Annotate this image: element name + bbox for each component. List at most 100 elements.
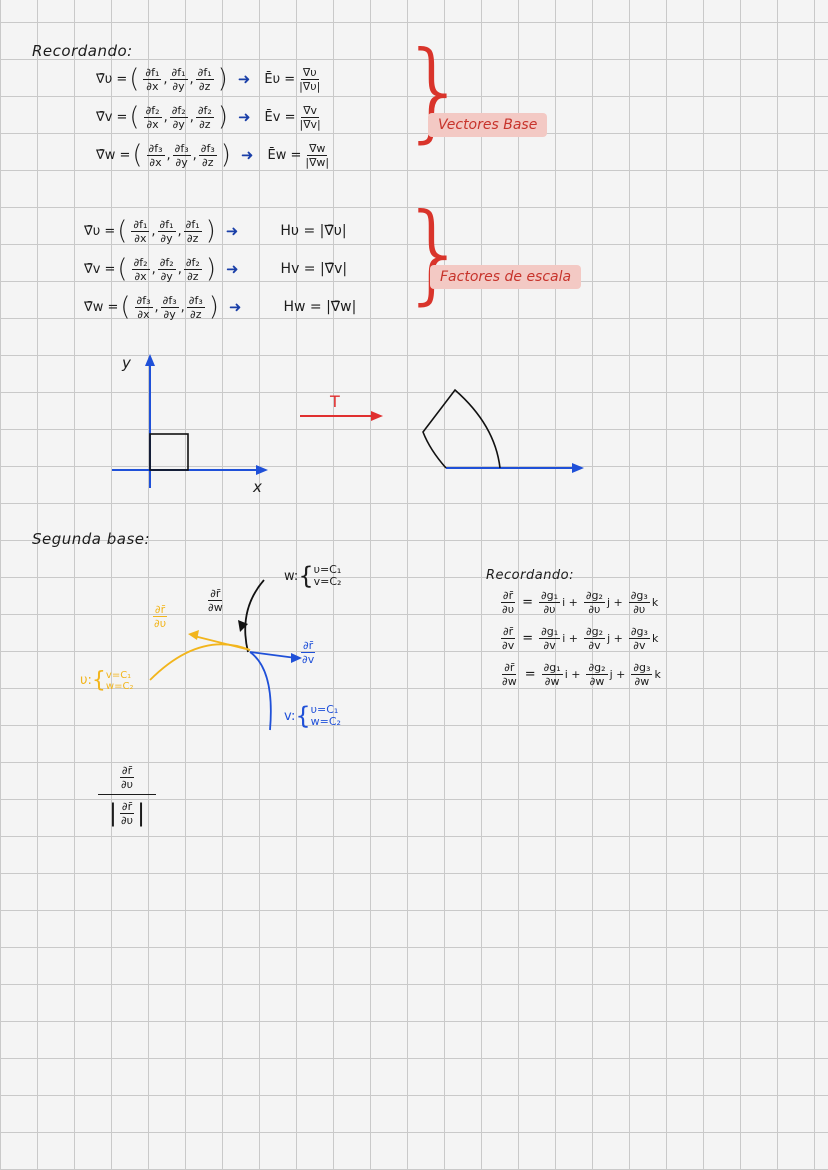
arrow-right-icon: ➜ [237,70,251,88]
unit-j: j + [606,596,623,609]
gradient-lhs: ∇̄v = [96,109,128,125]
scale-factor: Hv = |∇̄v| [280,261,348,277]
dr-dv-num: ∂r̄ [300,639,316,653]
v-curve-cond1: υ=C₁ [310,702,339,716]
dr-du-num: ∂r̄ [152,603,168,617]
scale-row-2: ∇̄w = ( ∂f₃∂x, ∂f₃∂y, ∂f₃∂z ) ➜ Hw = |∇̄… [84,292,357,322]
tangent-lhs: ∂r̄∂υ [500,589,516,616]
unit-j: j + [609,668,626,681]
right-axes [422,388,584,473]
unit-k: k [651,632,659,645]
scale-factor: Hw = |∇̄w| [283,299,357,315]
u-curve-cond1: v=C₁ [105,669,132,681]
heading-recordando-1: Recordando: [32,42,133,60]
unit-k: k [654,668,661,681]
arrow-right-icon: ➜ [240,146,254,164]
dr-du-den: ∂υ [154,617,167,630]
basis-lhs: Ēυ = [264,71,296,87]
scale-row-0: ∇̄υ = ( ∂f₁∂x, ∂f₁∂y, ∂f₁∂z ) ➜ Hυ = |∇̄… [84,216,347,246]
scale-row-1: ∇̄v = ( ∂f₂∂x, ∂f₂∂y, ∂f₂∂z ) ➜ Hv = |∇̄… [84,254,348,284]
u-curve-def: υ: { v=C₁ w=C₂ [80,668,134,693]
w-curve-cond2: v=C₂ [313,575,342,588]
basis-lhs: Ēv = [264,109,296,125]
gradient-lhs: ∇̄w = [84,299,119,315]
gradient-lhs: ∇̄v = [84,261,116,277]
gradient-lhs: ∇̄υ = [84,223,116,239]
g3-partial: ∂g₃∂w [631,661,653,688]
transform-arrow [300,411,383,421]
norm-num-den: ∂υ [120,778,134,791]
dr-dv-label: ∂r̄∂v [298,640,318,665]
partial-2: ∂f₂∂y [169,103,188,131]
dr-dv-den: ∂v [302,653,315,666]
w-curve-def: w: { υ=C₁ v=C₂ [284,562,342,590]
left-axes [112,354,268,488]
g2-partial: ∂g₂∂υ [583,589,605,616]
norm-num-num: ∂r̄ [119,764,135,778]
g3-partial: ∂g₃∂υ [628,589,650,616]
basis-lhs: Ēw = [267,147,302,163]
norm-den-den: ∂υ [120,813,134,827]
arrow-right-icon: ➜ [225,222,239,240]
partial-2: ∂f₃∂y [160,293,179,321]
arrow-right-icon: ➜ [228,298,242,316]
arrow-right-icon: ➜ [237,108,251,126]
partial-1: ∂f₁∂x [143,65,162,93]
heading-segunda-base: Segunda base: [32,530,151,548]
partial-3: ∂f₂∂z [195,103,214,131]
tangent-row-2: ∂r̄∂w = ∂g₁∂w i + ∂g₂∂w j + ∂g₃∂w k [502,661,661,688]
basis-fraction: ∇̄v|∇̄v| [299,103,321,131]
transform-label: T [330,392,340,411]
basis-fraction: ∇̄w|∇̄w| [305,141,330,169]
tangent-row-0: ∂r̄∂υ = ∂g₁∂υ i + ∂g₂∂υ j + ∂g₃∂υ k [500,589,659,616]
w-curve-label: w: [284,568,299,584]
tag-factores-escala: Factores de escala [430,265,582,289]
u-curve-cond2: w=C₂ [105,680,134,692]
tangent-lhs: ∂r̄∂w [502,661,517,688]
unit-j: j + [607,632,623,645]
unit-i: i + [562,632,578,645]
x-axis-label: x [253,478,262,496]
partial-1: ∂f₃∂x [134,293,153,321]
u-curve-label: υ: [80,673,92,688]
gradient-lhs: ∇̄υ = [96,71,128,87]
v-curve-def: v: { υ=C₁ w=C₂ [284,702,341,730]
partial-1: ∂f₂∂x [131,255,150,283]
gradient-lhs: ∇̄w = [96,147,131,163]
partial-2: ∂f₁∂y [157,217,176,245]
gradient-row-0: ∇̄υ = ( ∂f₁∂x, ∂f₁∂y, ∂f₁∂z ) ➜ Ēυ = ∇̄υ… [96,64,321,94]
unit-i: i + [562,596,578,609]
partial-3: ∂f₃∂z [198,141,217,169]
g1-partial: ∂g₁∂υ [538,589,561,616]
partial-2: ∂f₃∂y [172,141,191,169]
partial-2: ∂f₁∂y [169,65,188,93]
dr-dw-label: ∂r̄∂w [204,588,227,613]
dr-du-label: ∂r̄∂υ [150,604,170,629]
g1-partial: ∂g₁∂v [539,625,561,652]
partial-3: ∂f₁∂z [183,217,202,245]
dr-dw-num: ∂r̄ [208,587,223,601]
g2-partial: ∂g₂∂v [583,625,606,652]
basis-fraction: ∇̄υ|∇̄υ| [299,65,321,93]
tangent-lhs: ∂r̄∂v [500,625,516,652]
v-curve-label: v: [284,708,296,724]
normalized-vector: ∂r̄∂υ | ∂r̄∂υ | [98,765,156,827]
partial-3: ∂f₂∂z [183,255,202,283]
dr-dw-den: ∂w [208,601,223,614]
partial-1: ∂f₂∂x [143,103,162,131]
w-curve-cond1: υ=C₁ [313,562,342,576]
g3-partial: ∂g₃∂v [628,625,650,652]
v-curve-cond2: w=C₂ [310,715,341,728]
partial-3: ∂f₁∂z [195,65,214,93]
partial-2: ∂f₂∂y [157,255,176,283]
norm-den-num: ∂r̄ [119,799,135,814]
arrow-right-icon: ➜ [225,260,239,278]
transform-diagram [112,354,584,488]
scale-factor: Hυ = |∇̄υ| [280,223,347,239]
unit-k: k [651,596,659,609]
heading-recordando-2: Recordando: [486,568,575,583]
gradient-row-2: ∇̄w = ( ∂f₃∂x, ∂f₃∂y, ∂f₃∂z ) ➜ Ēw = ∇̄w… [96,140,330,170]
brace-factores: } [400,191,469,316]
curvilinear-curves [149,579,302,731]
unit-i: i + [564,668,581,681]
